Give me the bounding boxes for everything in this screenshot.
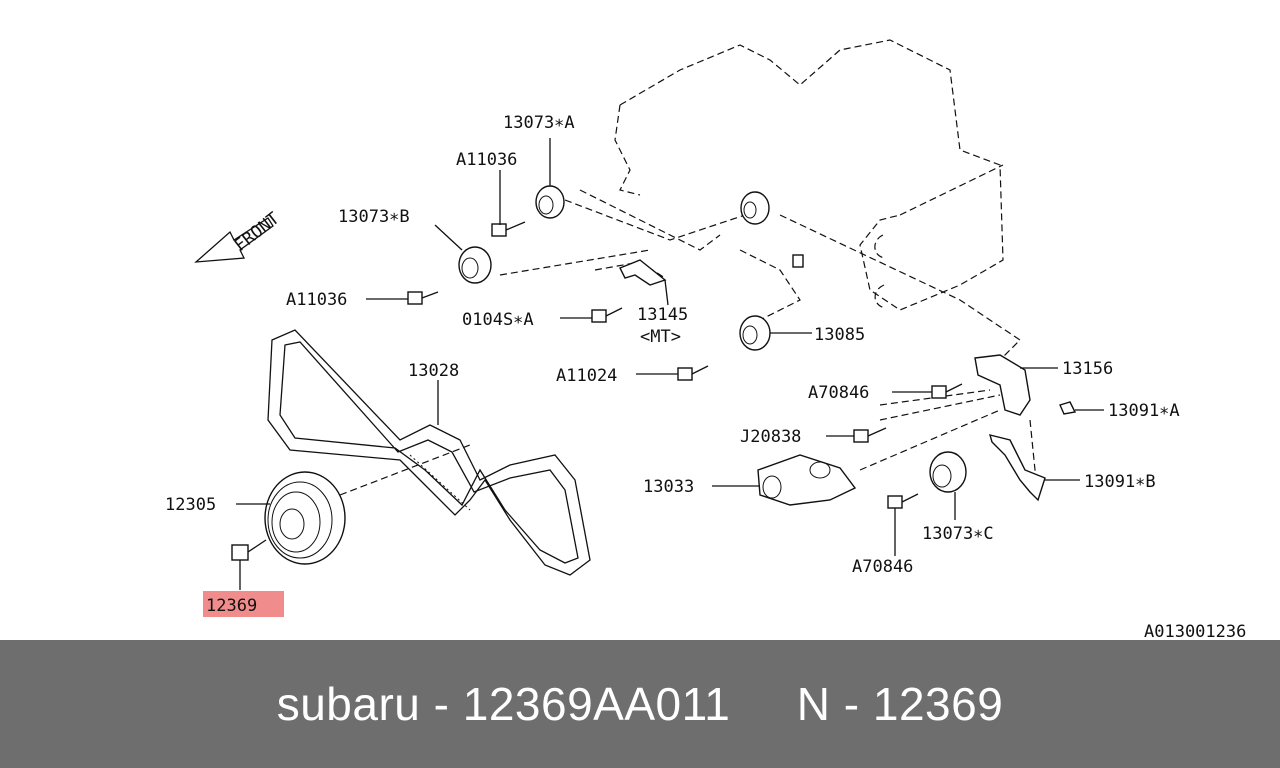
label-13073c: 13073∗C (922, 524, 994, 544)
label-13073b: 13073∗B (338, 207, 410, 227)
highlight-12369 (203, 591, 284, 617)
bracket-13145 (619, 259, 667, 286)
bolt-a11036-mid (407, 291, 439, 305)
label-j20838: J20838 (740, 427, 801, 447)
pulley-13073c (929, 451, 967, 493)
leader-lines (236, 138, 1104, 590)
crank-pulley-12305 (264, 471, 346, 565)
footer-banner: subaru - 12369AA011 N - 12369 (0, 640, 1280, 768)
label-a11036-mid: A11036 (286, 290, 347, 310)
bolt-a70846-top (931, 383, 963, 399)
label-13091a: 13091∗A (1108, 401, 1180, 421)
exploded-view-drawing: FRONT (165, 39, 1246, 640)
label-13156: 13156 (1062, 359, 1113, 379)
label-12369: 12369 (206, 596, 257, 616)
footer-part-number: subaru - 12369AA011 N - 12369 (276, 678, 1004, 730)
diagram-ref-code: A013001236 (1144, 622, 1246, 640)
bolt-12369 (231, 539, 267, 561)
front-label: FRONT (231, 209, 284, 256)
bolt-a11036-top (491, 221, 526, 237)
label-a11036-top: A11036 (456, 150, 517, 170)
label-13073a: 13073∗A (503, 113, 575, 133)
parts-diagram: FRONT (165, 39, 1247, 640)
label-13085: 13085 (814, 325, 865, 345)
label-a70846-top: A70846 (808, 383, 869, 403)
pulley-13085 (739, 315, 771, 351)
part-labels: 13073∗A A11036 13073∗B A11036 0104S∗A 13… (165, 113, 1246, 640)
front-arrow: FRONT (194, 209, 284, 263)
label-13145: 13145 (637, 305, 688, 325)
label-a70846-bot: A70846 (852, 557, 913, 577)
bracket-13091b (988, 434, 1046, 502)
bolt-j20838 (853, 427, 887, 443)
label-13033: 13033 (643, 477, 694, 497)
label-a11024: A11024 (556, 366, 617, 386)
label-12305: 12305 (165, 495, 216, 515)
timing-belt-13028 (267, 329, 591, 576)
pulley-13073a (535, 185, 565, 219)
label-0104s: 0104S∗A (462, 310, 534, 330)
bolt-0104s (591, 307, 623, 323)
bracket-13156 (974, 354, 1031, 416)
label-13028: 13028 (408, 361, 459, 381)
clip-13091a (1059, 401, 1077, 415)
engine-block-outline (614, 39, 1004, 311)
tensioner-13033 (757, 454, 857, 506)
label-mt: <MT> (640, 327, 681, 347)
assembly-lines (339, 189, 1037, 496)
idler-right (740, 191, 804, 268)
label-13091b: 13091∗B (1084, 472, 1156, 492)
bolt-a11024 (677, 365, 709, 381)
pulley-13073b (458, 246, 492, 284)
bolt-a70846-bot (887, 493, 919, 509)
